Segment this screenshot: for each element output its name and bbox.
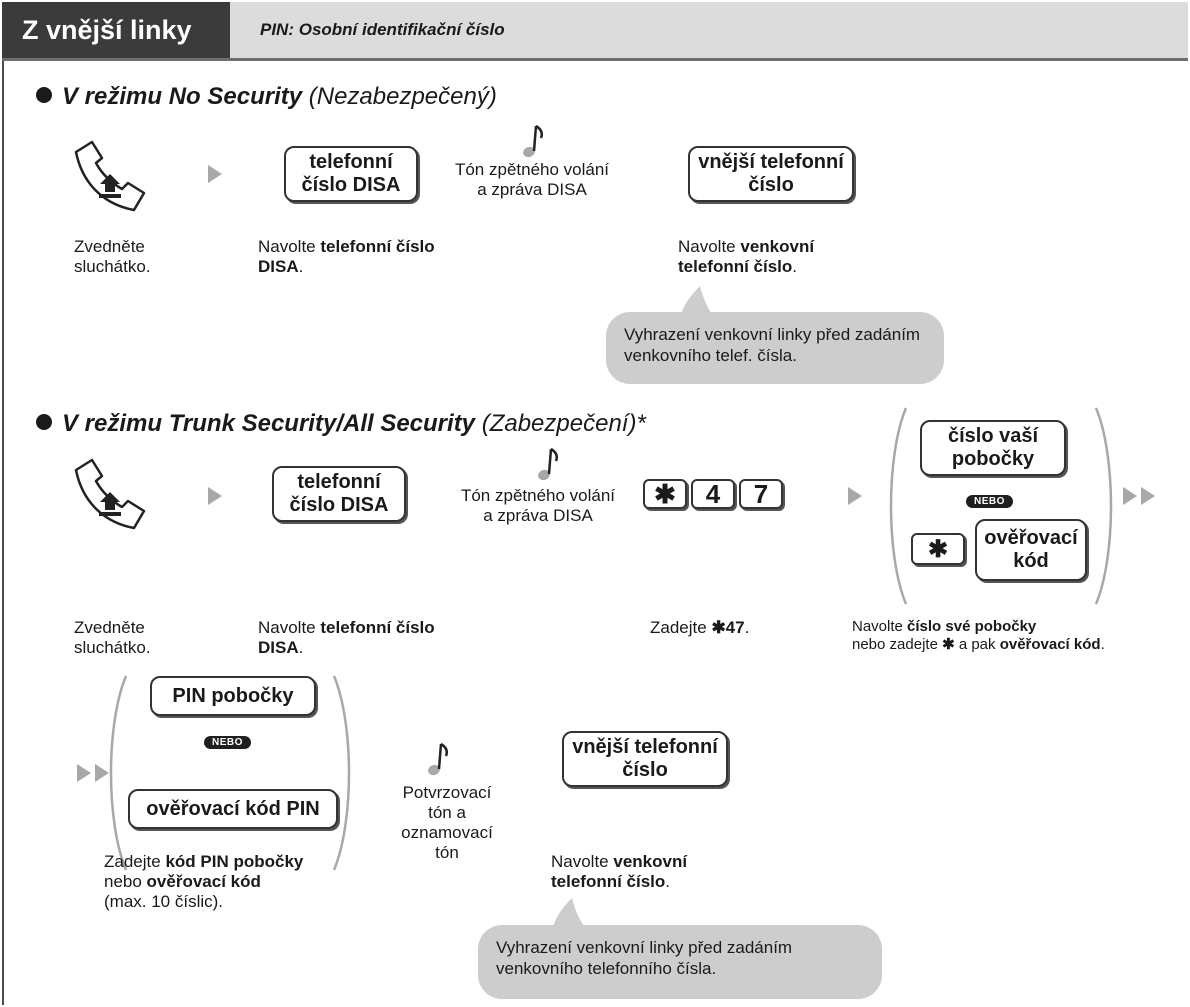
caption-enter-code: Zadejte ✱47. xyxy=(650,618,750,637)
arrow-icon xyxy=(208,487,222,505)
caption-pin: Zadejte kód PIN pobočky nebo ověřovací k… xyxy=(104,852,304,911)
arrow-icon xyxy=(77,764,91,782)
handset-icon xyxy=(74,458,146,530)
arrow-icon xyxy=(95,764,109,782)
key-overovaci-kod-pin: ověřovací kód PIN xyxy=(128,789,338,829)
tone-label: Potvrzovací tón a oznamovací tón xyxy=(401,783,493,862)
page-title: Z vnější linky xyxy=(2,2,230,58)
right-bracket xyxy=(1094,407,1113,605)
nebo-badge: NEBO xyxy=(966,495,1013,508)
key-star: ✱ xyxy=(643,479,687,509)
header-note: PIN: Osobní identifikační číslo xyxy=(260,20,505,39)
arrow-icon xyxy=(848,487,862,505)
key-vnejsi-telefonni-cislo: vnější telefonní číslo xyxy=(688,146,854,202)
arrow-icon xyxy=(1141,487,1155,505)
arrow-icon xyxy=(1123,487,1137,505)
callout-bubble: Vyhrazení venkovní linky před zadáním ve… xyxy=(606,312,944,384)
caption-lift-handset: Zvedněte sluchátko. xyxy=(74,618,151,657)
right-bracket xyxy=(332,675,351,871)
key-telefonni-cislo-disa: telefonní číslo DISA xyxy=(272,466,406,522)
callout-bubble: Vyhrazení venkovní linky před zadáním ve… xyxy=(478,925,882,999)
handset-icon xyxy=(74,140,146,212)
key-overovaci-kod: ověřovací kód xyxy=(975,519,1087,581)
caption-dial-disa: Navolte telefonní číslo DISA. xyxy=(258,618,435,657)
bubble-tail xyxy=(552,898,588,932)
music-note-icon xyxy=(428,742,449,776)
section1-heading: V režimu No Security (Nezabezpečený) xyxy=(36,83,497,111)
header-bar: Z vnější linky PIN: Osobní identifikační… xyxy=(2,2,1188,61)
caption-dial-outside: Navolte venkovní telefonní číslo. xyxy=(551,852,688,891)
nebo-badge: NEBO xyxy=(204,736,251,749)
section2-heading: V režimu Trunk Security/All Security (Za… xyxy=(36,410,646,438)
key-telefonni-cislo-disa: telefonní číslo DISA xyxy=(284,146,418,202)
key-cislo-vasi-pobocky: číslo vaší pobočky xyxy=(920,420,1066,476)
key-7: 7 xyxy=(739,479,783,509)
music-note-icon xyxy=(538,447,559,481)
arrow-icon xyxy=(208,165,222,183)
key-star: ✱ xyxy=(911,533,965,565)
left-bracket xyxy=(889,407,908,605)
left-bracket xyxy=(109,675,128,871)
bullet-icon xyxy=(36,87,52,103)
key-vnejsi-telefonni-cislo: vnější telefonní číslo xyxy=(562,731,728,787)
bullet-icon xyxy=(36,414,52,430)
caption-dial-disa: Navolte telefonní číslo DISA. xyxy=(258,237,435,276)
key-4: 4 xyxy=(691,479,735,509)
tone-label: Tón zpětného volání a zpráva DISA xyxy=(460,486,616,525)
tone-label: Tón zpětného volání a zpráva DISA xyxy=(454,160,610,199)
music-note-icon xyxy=(523,124,544,158)
bubble-tail xyxy=(680,286,716,320)
caption-extension: Navolte číslo své pobočky nebo zadejte ✱… xyxy=(852,618,1105,653)
caption-dial-outside: Navolte venkovní telefonní číslo. xyxy=(678,237,815,276)
caption-lift-handset: Zvedněte sluchátko. xyxy=(74,237,151,276)
key-pin-pobocky: PIN pobočky xyxy=(150,676,316,716)
